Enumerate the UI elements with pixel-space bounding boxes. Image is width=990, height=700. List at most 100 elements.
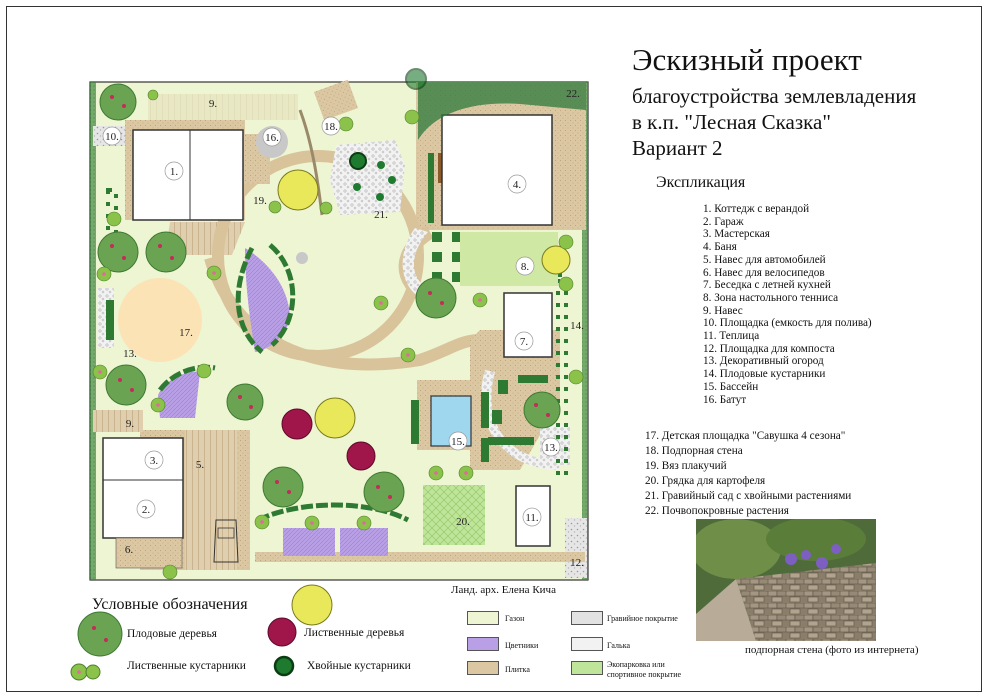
- playground-17: [118, 278, 202, 362]
- explication-item: 21. Гравийный сад с хвойными растениями: [645, 489, 852, 502]
- explication-item: 5. Навес для автомобилей: [703, 253, 826, 266]
- plan-label-circle: [515, 256, 535, 276]
- plan-label-circle: [541, 437, 561, 457]
- plan-label: 10.: [105, 131, 119, 143]
- explication-item: 11. Теплица: [703, 330, 760, 343]
- plan-label-circle: [507, 174, 527, 194]
- subtitle: благоустройства землевладения в к.п. "Ле…: [632, 83, 916, 161]
- retaining-wall-photo: [696, 519, 876, 641]
- explication-item: 3. Мастерская: [703, 228, 770, 241]
- plan-label-circle: [522, 507, 542, 527]
- explication-item: 1. Коттедж с верандой: [703, 203, 810, 215]
- canopy-9a: [148, 94, 298, 120]
- plan-numbers: 1.2.3.4.5.6.7.8.9.9.10.11.12.13.13.14.15…: [102, 88, 584, 569]
- canopy-9b: [93, 410, 143, 432]
- legend-swatch-flowerbeds: [467, 637, 499, 651]
- legend-fruit-trees: Плодовые деревья: [127, 628, 217, 640]
- cottage-1: [132, 129, 244, 221]
- plan-label: 21.: [374, 209, 388, 221]
- legend-ecoparking: Экопарковка или спортивное покрытие: [607, 660, 681, 680]
- drawing-frame: [6, 6, 982, 692]
- explication-list-b: 17. Детская площадка "Савушка 4 сезона" 1…: [645, 429, 851, 518]
- plan-label: 20.: [456, 516, 470, 528]
- plan-label: 13.: [123, 348, 137, 360]
- plan-label-circle: [514, 331, 534, 351]
- plan-label: 19.: [253, 195, 267, 207]
- legend-swatch-pebbles: [571, 637, 603, 651]
- legend-ecoparking-line-1: Экопарковка или: [607, 660, 665, 669]
- explication-item: 6. Навес для велосипедов: [703, 266, 825, 279]
- explication-item: 20. Грядка для картофеля: [645, 474, 766, 487]
- subtitle-line-1: благоустройства землевладения: [632, 84, 917, 108]
- explication-item: 15. Бассейн: [703, 380, 759, 393]
- plan-label: 16.: [265, 132, 279, 144]
- legend-swatch-gravel: [571, 611, 603, 625]
- explication-item: 17. Детская площадка "Савушка 4 сезона": [645, 430, 846, 442]
- plan-label: 6.: [125, 544, 134, 556]
- page-title: Эскизный проект: [632, 42, 862, 77]
- explication-item: 9. Навес: [703, 304, 743, 317]
- explication-item: 13. Декоративный огород: [703, 355, 824, 368]
- subtitle-line-3: Вариант 2: [632, 136, 723, 160]
- explication-item: 16. Батут: [703, 393, 747, 406]
- gravel-garden-21: [330, 140, 405, 215]
- legend-conifer-shrubs: Хвойные кустарники: [307, 660, 411, 672]
- potato-bed-20: [423, 485, 485, 545]
- legend-ecoparking-line-2: спортивное покрытие: [607, 670, 682, 679]
- fruit-trees: [97, 83, 561, 513]
- garage-2-workshop-3: [102, 437, 184, 539]
- plan-label-circle: [448, 431, 468, 451]
- compost-pad-12: [565, 518, 587, 578]
- legend-swatch-tiles: [467, 661, 499, 675]
- explication-item: 22. Почвопокровные растения: [645, 504, 789, 517]
- plan-label: 3.: [150, 455, 159, 467]
- legend-deciduous-trees: Лиственные деревья: [304, 627, 405, 639]
- flowerbed-4: [340, 528, 388, 556]
- plan-label: 4.: [513, 179, 522, 191]
- carport-5: [185, 430, 237, 570]
- explication-heading: Экспликация: [656, 174, 746, 191]
- photo-caption: подпорная стена (фото из интернета): [745, 644, 919, 656]
- plan-label: 15.: [451, 436, 465, 448]
- deciduous-trees: [281, 408, 376, 471]
- legend-swatch-ecoparking: [571, 661, 603, 675]
- plan-label: 2.: [142, 504, 151, 516]
- plan-label-circle: [136, 499, 156, 519]
- plan-label: 7.: [520, 336, 529, 348]
- subtitle-line-2: в к.п. "Лесная Сказка": [632, 110, 831, 134]
- explication-item: 18. Подпорная стена: [645, 444, 743, 457]
- legend-pebbles: Галька: [607, 641, 631, 650]
- legend-symbols: [70, 584, 333, 681]
- legend-tiles: Плитка: [505, 665, 530, 674]
- explication-item: 2. Гараж: [703, 215, 744, 228]
- ground-cover-22: [418, 82, 586, 140]
- plan-label-circle: [321, 116, 341, 136]
- plan-label: 18.: [324, 121, 338, 133]
- legend-deciduous-shrubs: Лиственные кустарники: [127, 660, 246, 672]
- plan-label: 5.: [196, 459, 205, 471]
- author-credit: Ланд. арх. Елена Кича: [451, 584, 556, 596]
- legend-lawn: Газон: [505, 614, 525, 623]
- legend-flowerbeds: Цветники: [505, 641, 539, 650]
- plan-label: 12.: [570, 557, 584, 569]
- legend-title: Условные обозначения: [92, 596, 248, 613]
- plan-label: 22.: [566, 88, 580, 100]
- explication-item: 19. Вяз плакучий: [645, 459, 727, 472]
- explication-item: 8. Зона настольного тенниса: [703, 291, 839, 304]
- legend-gravel-cover: Гравийное покрытие: [607, 614, 678, 623]
- plan-label-circle: [164, 161, 184, 181]
- flowerbed-1: [245, 248, 290, 352]
- plan-label: 14.: [570, 320, 584, 332]
- conifer-shrubs: [349, 68, 427, 201]
- plan-label: 17.: [179, 327, 193, 339]
- sauna-4: [441, 114, 553, 226]
- plan-label: 8.: [521, 261, 530, 273]
- explication-item: 12. Площадка для компоста: [703, 342, 835, 355]
- plan-label-circle: [102, 126, 122, 146]
- explication-item: 10. Площадка (емкость для полива): [703, 317, 872, 330]
- plan-label: 11.: [525, 512, 539, 524]
- explication-item: 14. Плодовые кустарники: [703, 368, 826, 381]
- explication-item: 7. Беседка с летней кухней: [703, 279, 831, 292]
